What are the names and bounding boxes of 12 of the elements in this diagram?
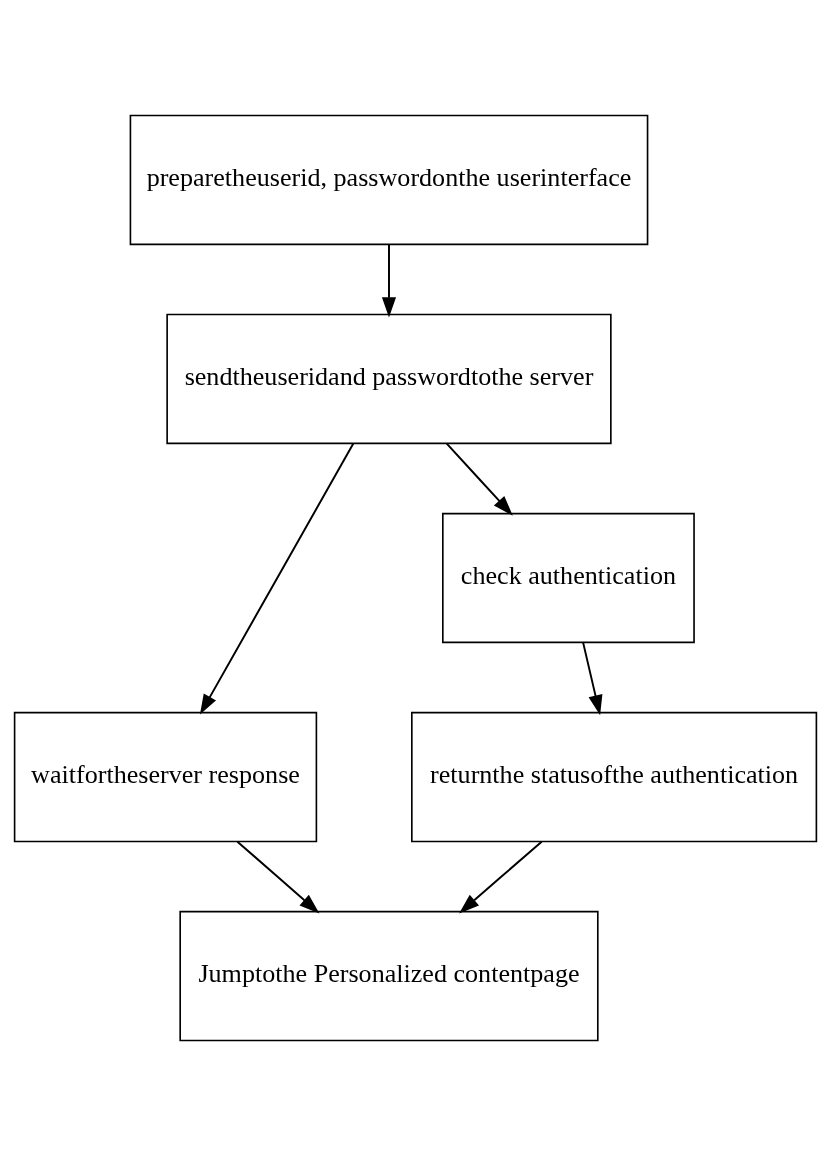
arrow <box>199 442 355 715</box>
node-box: check authentication <box>442 512 695 644</box>
node-box: returnthe statusofthe authentication <box>411 711 818 843</box>
arrow <box>445 442 513 516</box>
node-box: preparetheuserid, passwordonthe userinterface <box>129 114 649 246</box>
arrow <box>236 840 320 914</box>
node-box: Jumptothe Personalized contentpage <box>179 910 599 1042</box>
node-box: waitfortheserver response <box>13 711 318 843</box>
arrow <box>381 243 397 318</box>
arrow <box>582 641 603 716</box>
node-box: sendtheuseridand passwordtothe server <box>166 313 612 445</box>
arrow <box>459 840 543 914</box>
